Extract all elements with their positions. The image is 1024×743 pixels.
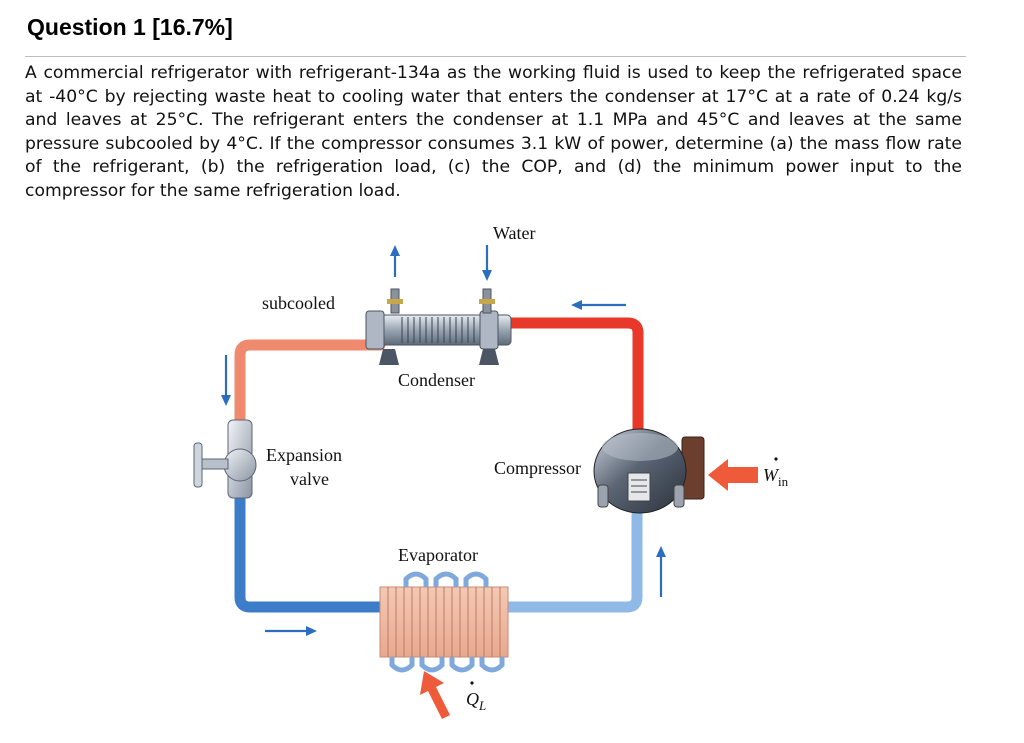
expansion-label-line2: valve [290, 469, 329, 489]
heat-dot [470, 681, 474, 685]
condenser [365, 288, 512, 365]
question-title: Question 1 [16.7%] [27, 14, 233, 40]
work-input-arrow [708, 459, 758, 491]
pipe-network [234, 317, 644, 613]
expansion-label-line1: Expansion [266, 445, 342, 465]
evaporator [379, 571, 509, 673]
heat-input-arrow [420, 671, 450, 719]
hot-pipe [504, 317, 644, 439]
flow-arrows [221, 300, 666, 636]
cold-pipe [234, 487, 391, 613]
compressor-label: Compressor [494, 458, 581, 478]
work-input-label: Win [763, 465, 789, 489]
refrigeration-cycle-diagram: Water subcooled Condenser Expansion valv… [193, 223, 789, 719]
condenser-label: Condenser [398, 370, 475, 390]
evaporator-label: Evaporator [398, 545, 478, 565]
title-divider [25, 56, 966, 57]
work-dot [774, 457, 778, 461]
heat-input-label: QL [466, 689, 486, 713]
subcooled-pipe [234, 339, 386, 431]
water-arrows [390, 245, 492, 281]
compressor [593, 428, 705, 514]
expansion-valve [193, 419, 257, 499]
water-label: Water [493, 223, 536, 243]
subcooled-label: subcooled [262, 293, 335, 313]
question-text: A commercial refrigerator with refrigera… [25, 63, 962, 201]
suction-pipe [499, 505, 643, 613]
